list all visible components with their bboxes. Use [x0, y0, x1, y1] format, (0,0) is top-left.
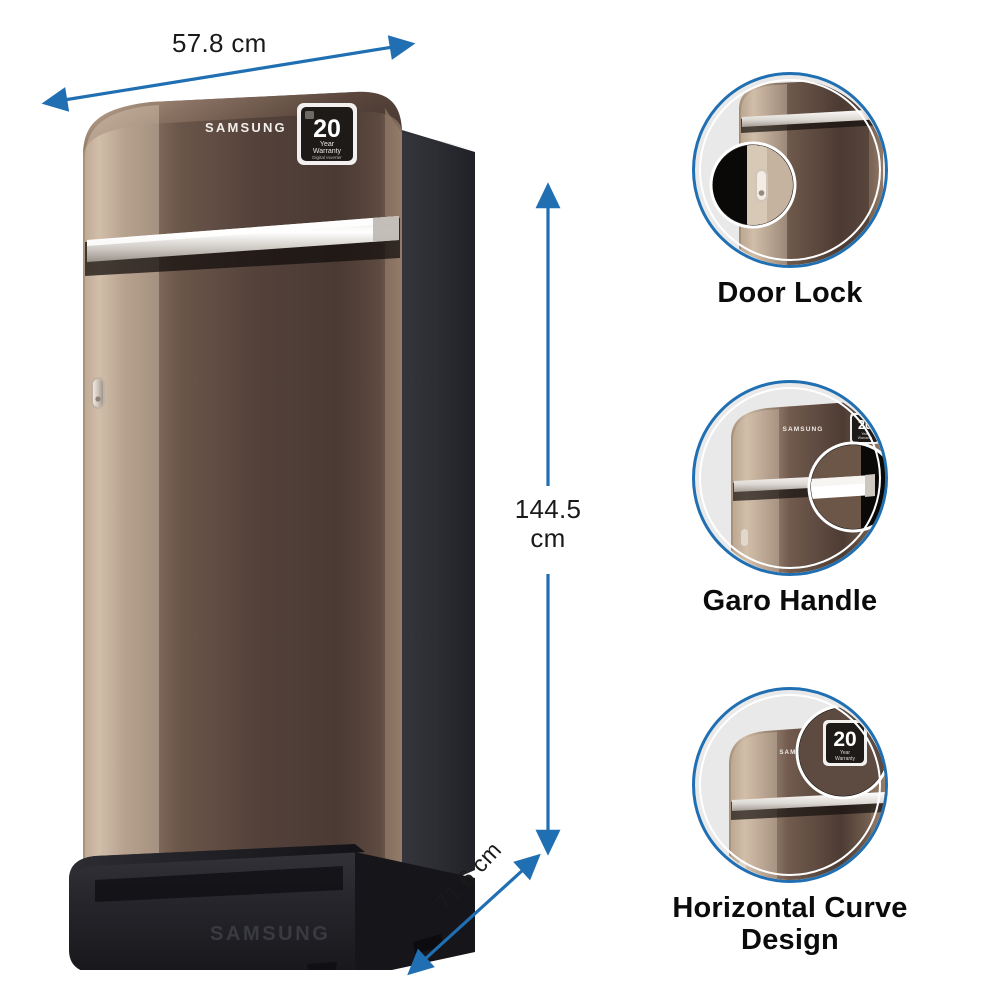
callout-caption: Garo Handle [702, 585, 878, 617]
feature-callout-garo-handle[interactable]: SAMSUNG 20 Year Warranty [692, 380, 888, 617]
svg-text:Digital Inverter: Digital Inverter [312, 155, 342, 160]
refrigerator-illustration: SAMSUNG 20 Year Warranty Digital Inverte… [69, 91, 475, 970]
brand-logo-door: SAMSUNG [205, 120, 287, 135]
door-lock-zoom-image [700, 80, 885, 265]
brand-logo-base: SAMSUNG [210, 923, 330, 945]
feature-callout-horizontal-curve[interactable]: SAMSUNG 20 Year [672, 687, 907, 956]
svg-text:SAMSUNG: SAMSUNG [783, 426, 824, 433]
garo-handle-zoom-image: SAMSUNG 20 Year Warranty [700, 388, 885, 573]
svg-text:Year: Year [840, 750, 850, 756]
callout-caption: Door Lock [717, 277, 863, 309]
svg-text:20: 20 [833, 728, 856, 751]
warranty-badge: 20 Year Warranty Digital Inverter [297, 103, 357, 165]
width-dimension-label: 57.8 cm [172, 28, 267, 58]
svg-text:20: 20 [313, 115, 341, 143]
callout-ring: SAMSUNG 20 Year Warranty [692, 380, 888, 576]
svg-text:Warranty: Warranty [835, 756, 856, 762]
callout-ring [692, 72, 888, 268]
svg-text:Warranty: Warranty [313, 148, 342, 155]
callout-caption: Horizontal Curve Design [672, 892, 908, 957]
door-lock-keyhole [91, 377, 105, 409]
fridge-door [83, 91, 402, 937]
height-dimension-label: 144.5 cm [514, 494, 582, 554]
fridge-side-panel [402, 130, 475, 902]
svg-text:Year: Year [861, 432, 869, 436]
svg-text:Year: Year [320, 141, 335, 148]
svg-text:20: 20 [858, 418, 872, 432]
feature-callout-door-lock[interactable]: Door Lock [692, 72, 888, 309]
svg-text:Warranty: Warranty [858, 436, 873, 440]
callout-ring: SAMSUNG 20 Year [692, 687, 888, 883]
horizontal-curve-zoom-image: SAMSUNG 20 Year [700, 695, 885, 880]
